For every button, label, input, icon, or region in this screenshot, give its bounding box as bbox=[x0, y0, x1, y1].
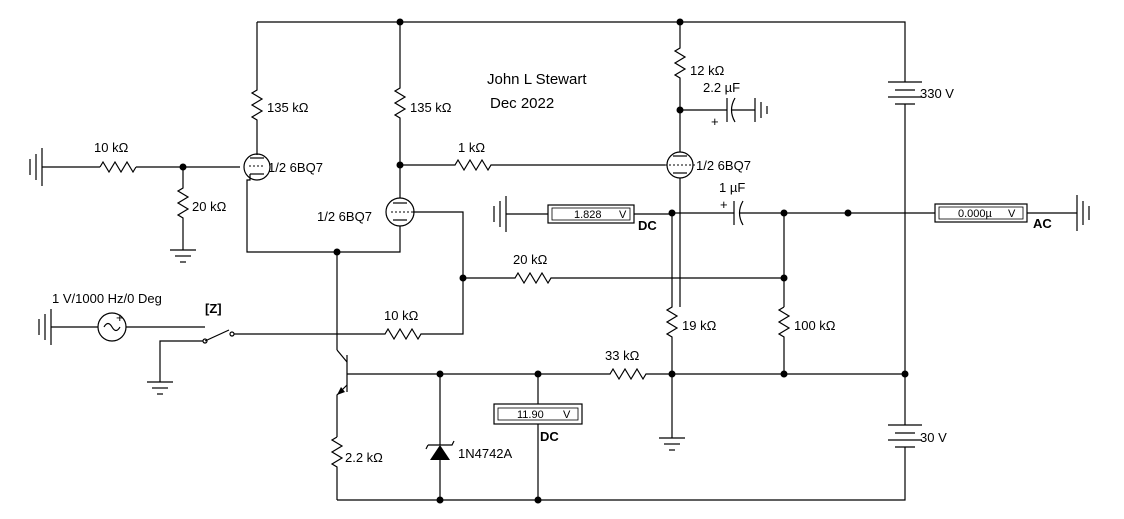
dc-meter-zener-unit: V bbox=[563, 409, 571, 421]
r-input-2-label: 10 kΩ bbox=[384, 308, 419, 323]
zener-diode bbox=[425, 374, 455, 500]
svg-text:+: + bbox=[116, 310, 124, 325]
capacitor-decouple: + bbox=[680, 97, 755, 129]
r-grid-label: 1 kΩ bbox=[458, 140, 485, 155]
dc-voltmeter-cathode bbox=[547, 204, 672, 224]
ground-cathode bbox=[659, 437, 685, 451]
dc-meter-cathode-value: 1.828 bbox=[574, 209, 602, 221]
r-input-series-label: 10 kΩ bbox=[94, 140, 129, 155]
zener-label: 1N4742A bbox=[458, 446, 513, 461]
battery-30v bbox=[337, 424, 922, 501]
r-plate-1-label: 135 kΩ bbox=[267, 100, 309, 115]
r-zener-label: 33 kΩ bbox=[605, 348, 640, 363]
top-rail-wire bbox=[257, 18, 906, 75]
r-cathode-label: 19 kΩ bbox=[682, 318, 717, 333]
author-label: John L Stewart bbox=[487, 71, 587, 88]
npn-transistor bbox=[336, 252, 560, 437]
date-label: Dec 2022 bbox=[490, 95, 554, 112]
resistor-emitter bbox=[330, 436, 344, 500]
svg-text:+: + bbox=[720, 197, 728, 212]
dc-meter-zener-mode: DC bbox=[540, 429, 559, 444]
triode-tube-2 bbox=[337, 197, 464, 278]
ground-capacitor bbox=[754, 98, 768, 122]
resistor-input-2 bbox=[337, 278, 464, 341]
r-feedback-label: 20 kΩ bbox=[513, 252, 548, 267]
capacitor-output: + bbox=[672, 197, 935, 226]
r-plate-3-label: 12 kΩ bbox=[690, 63, 725, 78]
tube-1-label: 1/2 6BQ7 bbox=[268, 160, 323, 175]
ground-source bbox=[38, 309, 98, 345]
ground-dc-meter bbox=[493, 196, 548, 232]
resistor-load bbox=[777, 306, 791, 374]
dc-voltmeter-zener bbox=[493, 374, 583, 500]
switch-key-label: [Z] bbox=[205, 301, 222, 316]
ground-switch bbox=[147, 381, 173, 395]
resistor-input-shunt bbox=[176, 167, 190, 250]
resistor-cathode bbox=[665, 213, 679, 438]
resistor-plate-3 bbox=[673, 22, 687, 152]
c-out-label: 1 µF bbox=[719, 180, 745, 195]
dc-meter-zener-value: 11.90 bbox=[517, 409, 544, 421]
ac-meter-value: 0.000µ bbox=[958, 208, 993, 220]
resistor-feedback bbox=[463, 271, 784, 285]
source-label: 1 V/1000 Hz/0 Deg bbox=[52, 291, 162, 306]
ac-meter-unit: V bbox=[1008, 208, 1016, 220]
r-plate-2-label: 135 kΩ bbox=[410, 100, 452, 115]
ac-source: + bbox=[97, 310, 205, 342]
r-load-label: 100 kΩ bbox=[794, 318, 836, 333]
tube-2-label: 1/2 6BQ7 bbox=[317, 209, 372, 224]
ac-voltmeter-output bbox=[934, 203, 1077, 223]
dc-meter-cathode-unit: V bbox=[619, 209, 627, 221]
resistor-zener-feed bbox=[560, 367, 905, 381]
battery-330v-label: 330 V bbox=[920, 86, 954, 101]
resistor-grid bbox=[400, 158, 665, 172]
ground-ac-meter bbox=[1076, 195, 1090, 231]
svg-text:+: + bbox=[711, 114, 719, 129]
input-ground-left bbox=[29, 148, 100, 186]
c-decouple-label: 2.2 µF bbox=[703, 80, 740, 95]
r-emitter-label: 2.2 kΩ bbox=[345, 450, 383, 465]
ac-meter-mode: AC bbox=[1033, 216, 1052, 231]
r-input-shunt-label: 20 kΩ bbox=[192, 199, 227, 214]
triode-tube-3 bbox=[665, 151, 695, 307]
ground-shunt bbox=[170, 249, 196, 263]
resistor-input-series bbox=[99, 160, 240, 174]
resistor-plate-2 bbox=[393, 22, 407, 198]
triode-tube-1 bbox=[243, 153, 337, 253]
tube-3-label: 1/2 6BQ7 bbox=[696, 158, 751, 173]
battery-30v-label: 30 V bbox=[920, 430, 947, 445]
spdt-switch[interactable] bbox=[159, 329, 337, 382]
dc-meter-cathode-mode: DC bbox=[638, 218, 657, 233]
resistor-plate-1 bbox=[250, 22, 264, 155]
